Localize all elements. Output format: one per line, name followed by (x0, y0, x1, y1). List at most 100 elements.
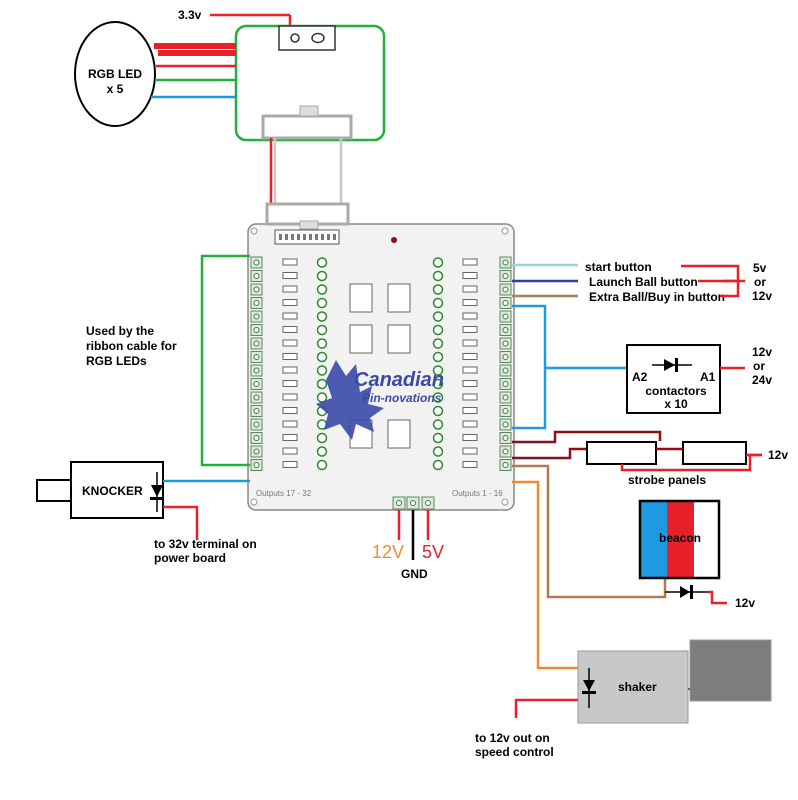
header-pin (321, 234, 324, 240)
led-left (316, 338, 328, 349)
resistor-left (282, 299, 298, 306)
resistor-right (462, 326, 478, 333)
rgb-led-count: x 5 (107, 82, 124, 96)
knocker-note-2: power board (154, 551, 226, 565)
button-voltage-2: or (754, 275, 766, 289)
led-right (432, 405, 444, 417)
led-left (316, 378, 328, 390)
ribbon-note-1: Used by the (86, 324, 154, 338)
ic-chip (349, 324, 373, 354)
header-pin (315, 234, 318, 240)
resistor-left (282, 339, 298, 347)
board-right-caption: Outputs 1 - 16 (452, 489, 503, 498)
button-voltage-3: 12v (752, 289, 772, 303)
resistor-left (282, 272, 298, 279)
led-right (432, 378, 444, 390)
mounting-hole (250, 227, 258, 235)
led-right (432, 351, 444, 363)
led-right (432, 284, 444, 295)
contactor-voltage-2: or (753, 359, 765, 373)
extra-ball-label: Extra Ball/Buy in button (589, 290, 725, 304)
resistor-left (282, 393, 298, 401)
board-components (250, 227, 512, 510)
knocker-note-1: to 32v terminal on (154, 537, 257, 551)
resistor-right (462, 299, 478, 306)
resistor-right (462, 285, 478, 293)
terminal-screw (502, 435, 509, 441)
resistor-right (462, 366, 478, 374)
led-right (432, 432, 444, 444)
led-left (316, 446, 328, 457)
resistor-left (282, 285, 298, 293)
terminal-screw (425, 500, 431, 506)
led-right (432, 338, 444, 349)
terminal-screw (502, 354, 509, 360)
led-left (316, 324, 328, 336)
beacon (638, 499, 721, 580)
led-left (316, 284, 328, 295)
terminal-screw (396, 500, 402, 506)
led-left (316, 311, 328, 322)
terminal-screw (253, 367, 260, 374)
label-3v3: 3.3v (178, 8, 202, 22)
contactor-count: x 10 (664, 397, 688, 411)
terminal-screw (502, 381, 509, 387)
power-12v-label: 12V (372, 542, 404, 562)
header-pin (285, 234, 288, 240)
header-pin (303, 234, 306, 240)
terminal-screw (502, 300, 509, 306)
strobe-voltage: 12v (768, 448, 788, 462)
terminal-screw (253, 462, 260, 468)
contactor-a2: A2 (632, 370, 648, 384)
resistor-right (462, 312, 478, 320)
terminal-screw (410, 500, 416, 506)
resistor-left (282, 407, 298, 414)
terminal-screw (253, 340, 260, 347)
terminal-screw (502, 340, 509, 347)
ic-chip (387, 419, 411, 449)
led-left (316, 459, 328, 471)
contactors (626, 344, 721, 414)
led-left (316, 297, 328, 309)
resistor-right (462, 380, 478, 387)
led-left (316, 365, 328, 376)
rgb-led (74, 21, 156, 127)
shaker-note-2: speed control (475, 745, 554, 759)
led-right (432, 419, 444, 430)
resistor-left (282, 312, 298, 320)
led-right (432, 257, 444, 268)
terminal-screw (502, 286, 509, 293)
shaker-motor (689, 639, 772, 702)
resistor-right (462, 461, 478, 468)
strobe-panels-label: strobe panels (628, 473, 706, 487)
terminal-screw (253, 381, 260, 387)
terminal-screw (253, 300, 260, 306)
led-left (316, 270, 328, 282)
button-voltage-1: 5v (753, 261, 767, 275)
power-gnd-label: GND (401, 567, 428, 581)
terminal-screw (253, 313, 260, 320)
knocker-plunger (36, 479, 73, 502)
terminal-screw (502, 327, 509, 333)
mounting-hole (501, 498, 509, 506)
status-led (391, 237, 397, 243)
terminal-screw (253, 273, 260, 279)
logo-line-2: Pin-novations (362, 391, 442, 405)
led-right (432, 270, 444, 282)
resistor-right (462, 393, 478, 401)
header-pin (291, 234, 294, 240)
knocker (70, 461, 164, 519)
terminal-screw (502, 394, 509, 401)
header-pin (279, 234, 282, 240)
led-right (432, 297, 444, 309)
terminal-screw (502, 313, 509, 320)
terminal-screw (253, 286, 260, 293)
terminal-screw (502, 408, 509, 414)
resistor-left (282, 461, 298, 468)
power-5v-label: 5V (422, 542, 444, 562)
led-left (316, 257, 328, 268)
strobe-panel-1 (586, 441, 657, 465)
header-pin (327, 234, 330, 240)
ic-chip (349, 283, 373, 313)
